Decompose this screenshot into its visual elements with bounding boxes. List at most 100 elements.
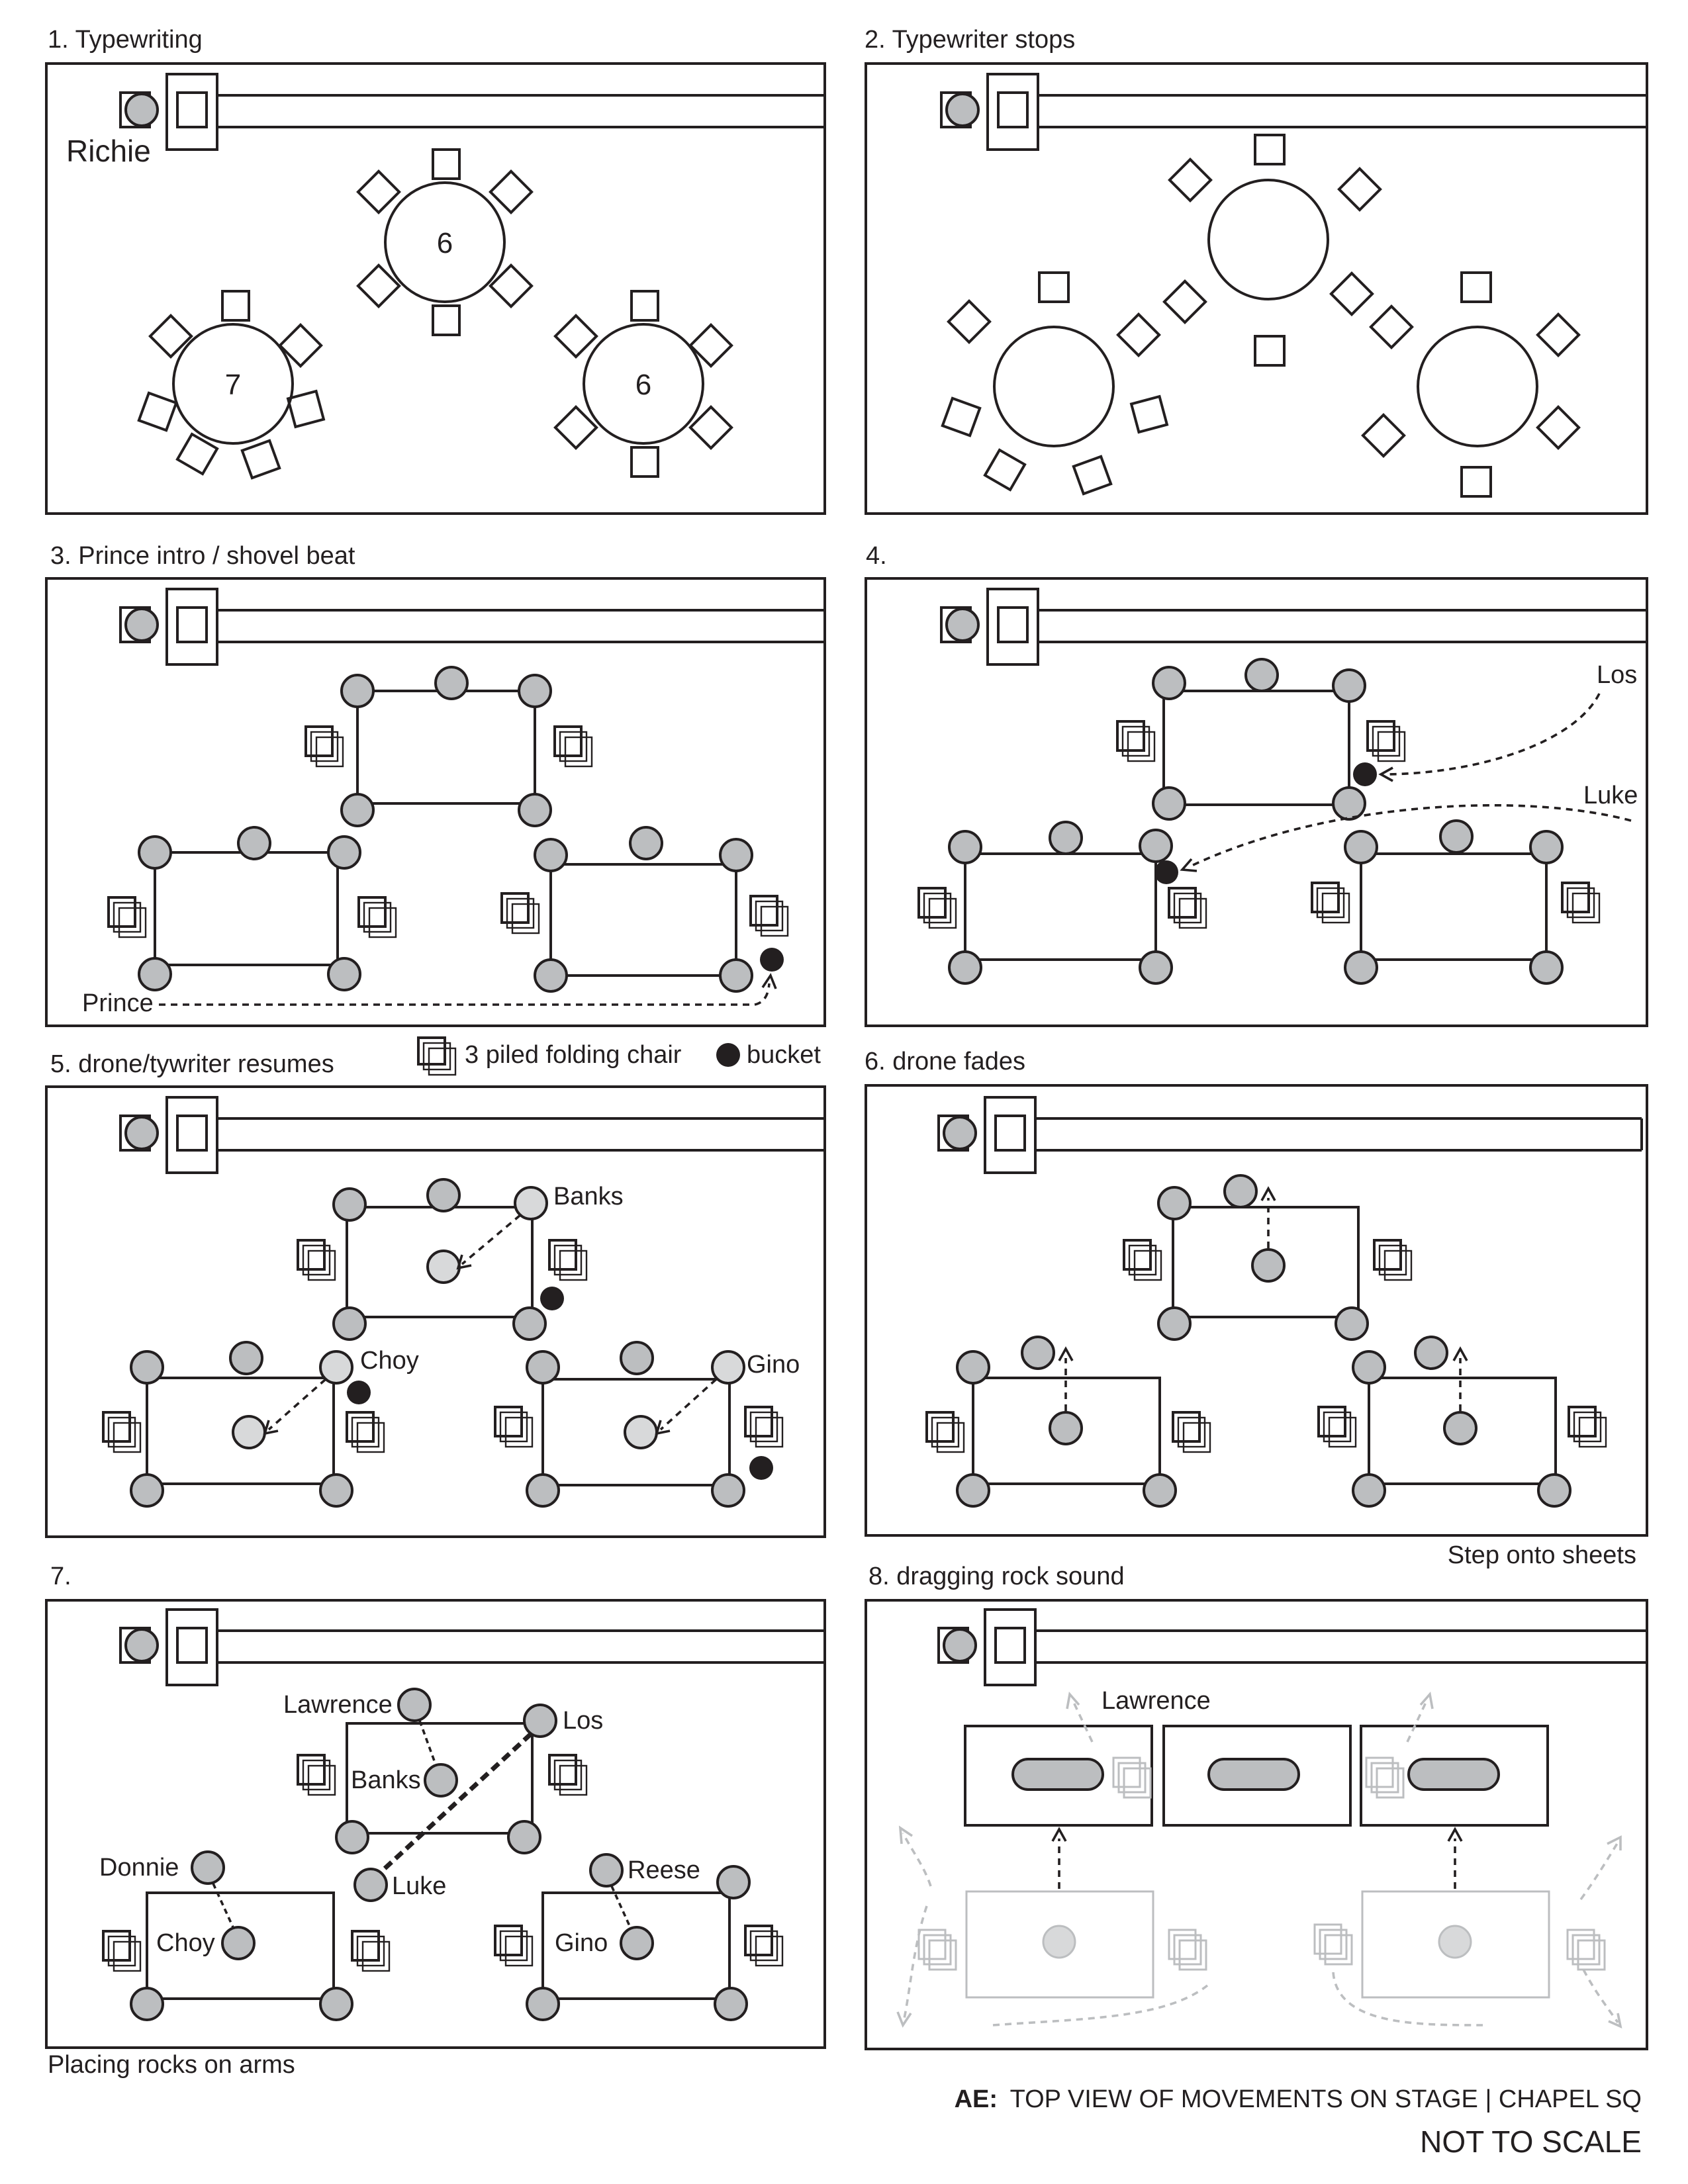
- table-count: 7: [225, 369, 241, 401]
- performer: [1439, 819, 1474, 854]
- folding-chair-stack: [351, 1930, 391, 1972]
- folding-chair-stack: [297, 1239, 336, 1281]
- performer: [1332, 786, 1366, 821]
- performer: [434, 666, 469, 700]
- lawrence-performer: [397, 1688, 432, 1722]
- panel-frame: [865, 1599, 1648, 2050]
- los-path-arrow: [1387, 693, 1601, 776]
- panel-title-6: 6. drone fades: [865, 1048, 1025, 1075]
- performer: [130, 1350, 164, 1385]
- chair: [356, 263, 401, 308]
- chair: [1361, 413, 1406, 458]
- performer: [512, 1306, 547, 1341]
- panel-5: Banks Choy Gino: [45, 1085, 826, 1538]
- performer: [1021, 1336, 1055, 1370]
- folding-chair-stack: [1123, 1239, 1162, 1281]
- folding-chair-stack: [749, 895, 789, 937]
- chair: [1460, 271, 1492, 303]
- banks-target-position: [426, 1250, 461, 1284]
- performer-on-sheet: [1251, 1248, 1286, 1283]
- performer: [948, 950, 982, 985]
- reese-performer: [589, 1853, 624, 1888]
- faded-drag-arrows: [896, 1692, 1622, 2029]
- performer: [526, 1350, 560, 1385]
- gino-move-arrow: [659, 1378, 718, 1431]
- chair: [1460, 466, 1492, 498]
- chair: [489, 169, 534, 214]
- folding-chair-stack: [357, 896, 397, 938]
- gino-label: Gino: [555, 1929, 608, 1957]
- folding-chair-stack: [494, 1925, 534, 1967]
- folding-chair-stack: [1168, 887, 1207, 929]
- chair: [1116, 312, 1161, 357]
- panel-7-note: Placing rocks on arms: [48, 2051, 295, 2079]
- chair: [148, 314, 193, 359]
- legend: 3 piled folding chair bucket: [417, 1036, 821, 1076]
- bucket: [347, 1381, 371, 1404]
- choy-label: Choy: [360, 1347, 419, 1375]
- rect-table-left: [102, 1341, 385, 1508]
- chair: [1536, 312, 1581, 357]
- panel-6-note: Step onto sheets: [1448, 1541, 1636, 1569]
- rect-table-top: [305, 666, 593, 827]
- folding-chair-stack: [925, 1411, 965, 1453]
- richie-performer: [945, 93, 980, 127]
- gino-performer: [620, 1926, 654, 1960]
- rect-table-right: [494, 1341, 784, 1508]
- folding-chair-stack: [494, 1406, 534, 1448]
- richie-performer: [945, 608, 980, 642]
- choy-label: Choy: [156, 1929, 215, 1957]
- reese-rock-link: [610, 1886, 632, 1928]
- panel-4: Los Luke: [865, 577, 1648, 1027]
- chair: [1072, 455, 1113, 496]
- performer: [327, 957, 361, 991]
- performer: [327, 835, 361, 870]
- table-with-rock: [964, 1725, 1153, 1827]
- performer: [620, 1341, 654, 1375]
- performer: [714, 1987, 748, 2021]
- chair: [553, 314, 598, 359]
- performer: [629, 826, 663, 860]
- donnie-performer: [191, 1850, 225, 1885]
- performer: [534, 958, 568, 993]
- chair: [553, 405, 598, 450]
- table-count: 6: [635, 369, 651, 401]
- faded-chairs-front: [1112, 1756, 1405, 1799]
- prince-path-arrow: [159, 983, 771, 1006]
- performer: [1049, 821, 1083, 855]
- rect-table-left: [925, 1336, 1211, 1508]
- folding-chair-stack: [346, 1411, 385, 1453]
- chair: [630, 446, 659, 478]
- performer: [1223, 1174, 1258, 1208]
- banks-performer: [514, 1186, 548, 1220]
- chair: [1369, 304, 1414, 349]
- chair: [1038, 271, 1070, 303]
- panel-title-8: 8. dragging rock sound: [868, 1563, 1125, 1590]
- footer-title-text: TOP VIEW OF MOVEMENTS ON STAGE | CHAPEL …: [1010, 2085, 1642, 2113]
- performer: [340, 674, 375, 708]
- rect-table-right: [1311, 819, 1601, 985]
- chair: [1254, 134, 1286, 165]
- panel-title-7: 7.: [50, 1563, 71, 1590]
- panel-frame: [45, 1085, 826, 1538]
- faded-previous-tables: [917, 1890, 1606, 1999]
- chair: [983, 448, 1027, 492]
- round-table-top: 6: [356, 148, 534, 336]
- los-label: Los: [563, 1707, 603, 1735]
- table-count: 6: [437, 227, 453, 259]
- performer: [1139, 950, 1173, 985]
- performer: [1332, 668, 1366, 703]
- lawrence-label: Lawrence: [283, 1691, 393, 1719]
- performer: [1143, 1473, 1177, 1508]
- folding-chair-stack: [1568, 1406, 1607, 1448]
- typewriter-station: [119, 73, 825, 151]
- performer: [319, 1987, 353, 2021]
- chair: [1168, 158, 1213, 203]
- rect-table-top: [1123, 1174, 1413, 1341]
- choy-move-arrow: [267, 1378, 327, 1431]
- lawrence-label: Lawrence: [1102, 1687, 1211, 1715]
- legend-bucket-label: bucket: [747, 1041, 821, 1069]
- folding-chair-stack: [744, 1925, 784, 1967]
- folding-chair-stack: [305, 725, 344, 768]
- folding-chair-legend-icon: [417, 1036, 457, 1076]
